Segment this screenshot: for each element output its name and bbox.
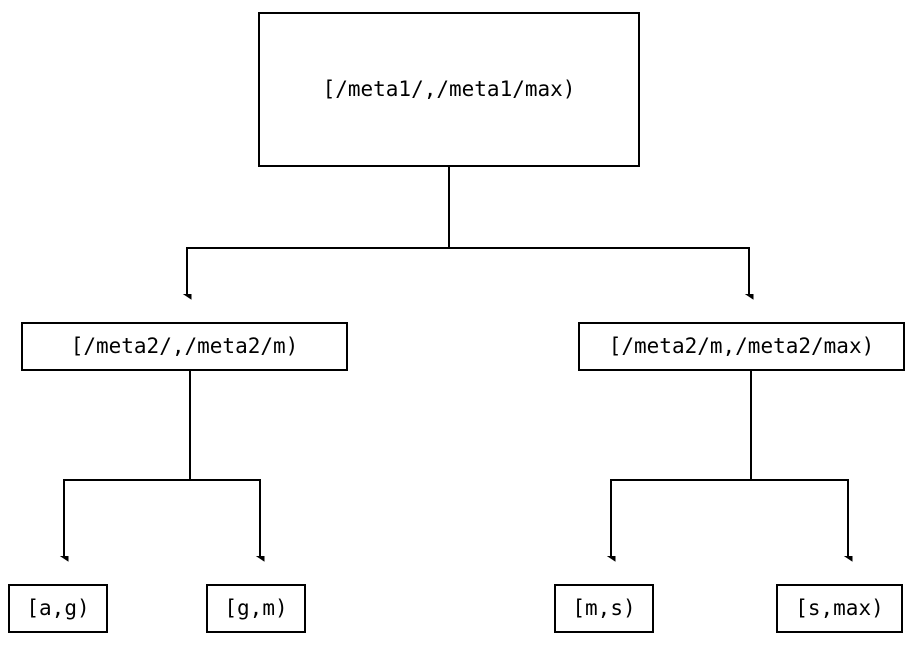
tree-node-root-label: [/meta1/,/meta1/max) xyxy=(322,77,576,101)
tree-node-leaf-gm-label: [g,m) xyxy=(224,596,288,620)
tree-node-leaf-smax[interactable]: [s,max) xyxy=(776,584,903,633)
tree-node-mid-right[interactable]: [/meta2/m,/meta2/max) xyxy=(578,322,905,371)
edge-mid-right-trunk xyxy=(610,371,849,481)
tree-node-leaf-ms[interactable]: [m,s) xyxy=(554,584,654,633)
tree-node-mid-left-label: [/meta2/,/meta2/m) xyxy=(70,334,299,358)
tree-node-leaf-gm[interactable]: [g,m) xyxy=(206,584,306,633)
tree-node-mid-right-label: [/meta2/m,/meta2/max) xyxy=(608,334,875,358)
tree-node-leaf-ms-label: [m,s) xyxy=(572,596,636,620)
tree-node-leaf-smax-label: [s,max) xyxy=(795,596,884,620)
tree-node-root[interactable]: [/meta1/,/meta1/max) xyxy=(258,12,640,167)
tree-node-mid-left[interactable]: [/meta2/,/meta2/m) xyxy=(21,322,348,371)
tree-node-leaf-ag-label: [a,g) xyxy=(26,596,90,620)
edge-root-trunk xyxy=(186,167,748,249)
edge-mid-left-trunk xyxy=(63,371,261,481)
tree-node-leaf-ag[interactable]: [a,g) xyxy=(8,584,108,633)
